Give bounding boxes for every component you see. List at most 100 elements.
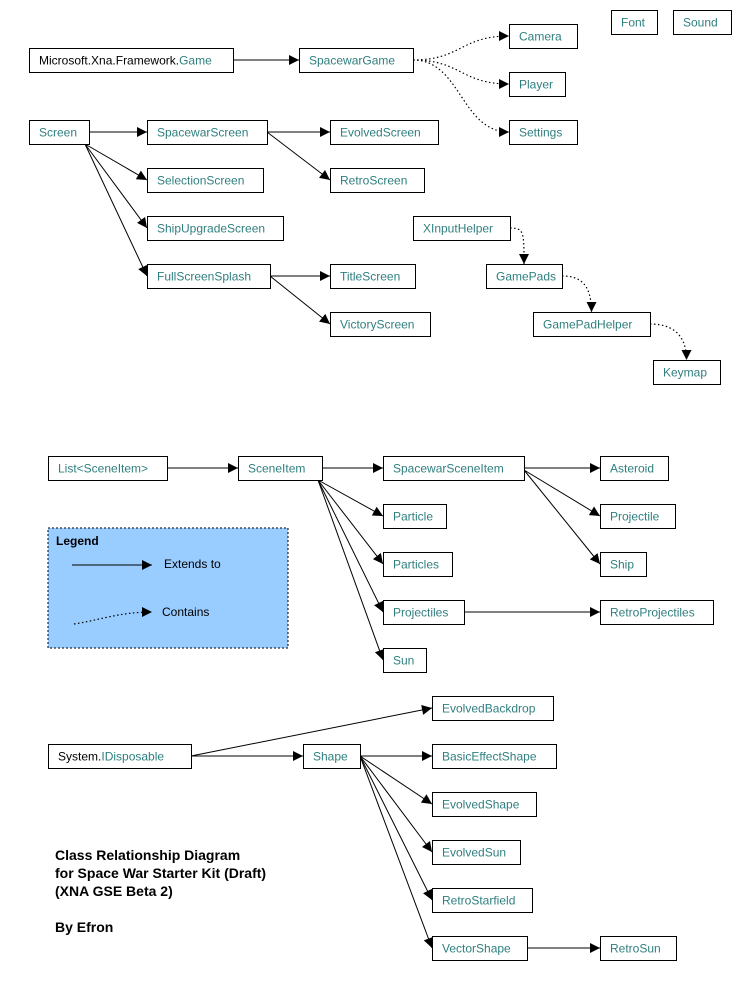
class-node-box	[432, 840, 521, 865]
class-node-box	[533, 312, 651, 337]
class-node-box	[147, 264, 271, 289]
class-node-label: Shape	[313, 750, 348, 764]
class-node-label: EvolvedShape	[442, 798, 520, 812]
edge-contains-gamePadHelper-to-keymap	[649, 323, 692, 361]
class-node-retro-starfield: RetroStarfield	[432, 888, 533, 913]
class-node-label: EvolvedBackdrop	[442, 702, 536, 716]
class-node-label: BasicEffectShape	[442, 750, 537, 764]
class-node-label: RetroScreen	[340, 174, 407, 188]
class-node-box	[432, 696, 554, 721]
class-node-box	[509, 72, 566, 97]
class-node-keymap: Keymap	[653, 360, 721, 385]
class-node-label: System.IDisposable	[58, 750, 164, 764]
class-node-box	[432, 792, 537, 817]
class-node-box	[29, 120, 90, 145]
class-node-vector-shape: VectorShape	[432, 936, 528, 961]
class-node-box	[383, 456, 525, 481]
edge-extends-spacewarSceneItem-to-ship	[523, 469, 601, 565]
class-node-label: Font	[621, 16, 646, 30]
class-node-box	[600, 600, 714, 625]
edge-extends-shape-to-retroStarfield	[359, 755, 433, 901]
class-node-box	[147, 216, 284, 241]
class-node-box	[383, 552, 453, 577]
class-node-scene-item: SceneItem	[238, 456, 323, 481]
edge-contains-spacewarGame-to-player	[412, 59, 510, 89]
class-node-retro-projectiles: RetroProjectiles	[600, 600, 714, 625]
class-node-shape: Shape	[303, 744, 361, 769]
class-node-label: Sun	[393, 654, 414, 668]
class-node-box	[29, 48, 234, 73]
class-node-screen: Screen	[29, 120, 90, 145]
class-node-evolved-screen: EvolvedScreen	[330, 120, 439, 145]
class-node-label: Projectiles	[393, 606, 448, 620]
class-node-label: EvolvedSun	[442, 846, 506, 860]
edge-extends-shape-to-vectorShape	[359, 755, 434, 949]
edges	[84, 31, 692, 953]
caption-line-4: By Efron	[55, 919, 114, 935]
class-node-label: GamePads	[496, 270, 556, 284]
legend-contains-label: Contains	[162, 605, 209, 619]
class-node-label: Camera	[519, 30, 562, 44]
class-node-box	[600, 552, 647, 577]
class-node-box	[432, 936, 528, 961]
edge-extends-screen-to-selectionScreen	[84, 143, 148, 181]
edge-extends-spacewarScreen-to-retroScreen	[266, 131, 331, 181]
class-node-label: RetroStarfield	[442, 894, 515, 908]
class-node-ship: Ship	[600, 552, 647, 577]
edge-extends-spacewarSceneItem-to-projectile	[523, 469, 601, 517]
caption-line-2: for Space War Starter Kit (Draft)	[55, 865, 267, 881]
class-node-evolved-sun: EvolvedSun	[432, 840, 521, 865]
class-node-full-screen-splash: FullScreenSplash	[147, 264, 271, 289]
class-node-sound: Sound	[673, 10, 732, 35]
class-node-label: GamePadHelper	[543, 318, 632, 332]
class-node-box	[509, 24, 578, 49]
edge-extends-sceneItem-to-particle	[317, 479, 384, 517]
class-node-label: Player	[519, 78, 553, 92]
edge-extends-sceneItem-to-particles	[317, 479, 384, 565]
class-node-label: RetroSun	[610, 942, 661, 956]
class-node-label: List<SceneItem>	[58, 462, 148, 476]
edge-contains-xinputHelper-to-gamePads	[509, 227, 529, 265]
class-node-player: Player	[509, 72, 566, 97]
class-node-sun: Sun	[383, 648, 427, 673]
class-node-box	[413, 216, 511, 241]
class-node-box	[600, 936, 677, 961]
class-node-label: VictoryScreen	[340, 318, 414, 332]
edge-extends-screen-to-fullScreenSplash	[84, 143, 148, 277]
class-node-box	[238, 456, 323, 481]
class-node-projectile: Projectile	[600, 504, 676, 529]
class-node-retro-sun: RetroSun	[600, 936, 677, 961]
class-node-box	[330, 168, 425, 193]
class-node-label: SceneItem	[248, 462, 305, 476]
class-node-box	[147, 168, 264, 193]
class-node-spacewar-game: SpacewarGame	[299, 48, 414, 73]
class-node-particle: Particle	[383, 504, 447, 529]
class-node-title-screen: TitleScreen	[330, 264, 416, 289]
class-node-label: FullScreenSplash	[157, 270, 251, 284]
class-node-box	[600, 456, 669, 481]
legend: Legend Extends to Contains	[47, 527, 289, 649]
class-node-list-scene-item: List<SceneItem>	[48, 456, 168, 481]
class-node-label: Particles	[393, 558, 439, 572]
class-node-label: TitleScreen	[340, 270, 400, 284]
class-node-font: Font	[611, 10, 658, 35]
class-node-label: SpacewarSceneItem	[393, 462, 504, 476]
class-node-box	[653, 360, 721, 385]
class-node-box	[432, 888, 533, 913]
class-node-label: SpacewarScreen	[157, 126, 248, 140]
class-node-xinput-helper: XInputHelper	[413, 216, 511, 241]
class-node-label: Settings	[519, 126, 562, 140]
class-node-box	[383, 600, 465, 625]
class-node-box	[509, 120, 578, 145]
class-node-box	[673, 10, 732, 35]
class-node-label: EvolvedScreen	[340, 126, 421, 140]
class-node-box	[486, 264, 563, 289]
legend-extends-label: Extends to	[164, 557, 221, 571]
class-node-box	[330, 120, 439, 145]
class-node-evolved-backdrop: EvolvedBackdrop	[432, 696, 554, 721]
class-node-victory-screen: VictoryScreen	[330, 312, 431, 337]
diagram-caption: Class Relationship Diagram for Space War…	[55, 846, 266, 936]
edge-extends-fullScreenSplash-to-victoryScreen	[269, 275, 331, 325]
class-node-label: Keymap	[663, 366, 707, 380]
class-node-particles: Particles	[383, 552, 453, 577]
